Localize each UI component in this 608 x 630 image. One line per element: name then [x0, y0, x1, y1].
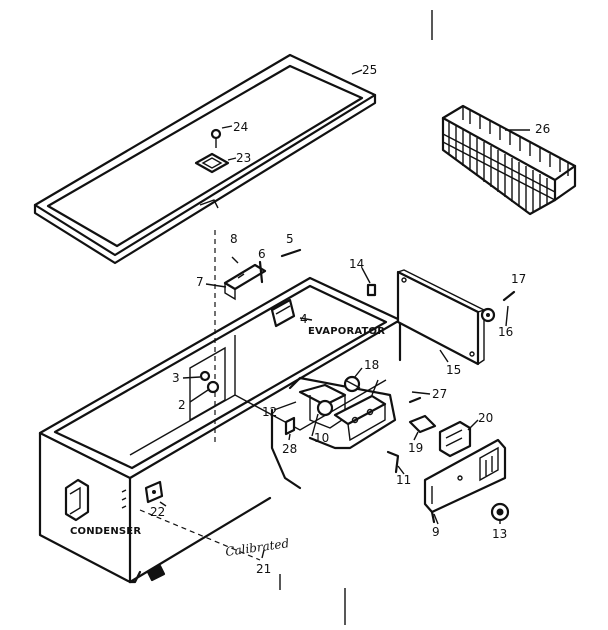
part-number-28: 28: [282, 442, 297, 456]
grommet-13: [490, 502, 510, 522]
part-number-6: 6: [258, 247, 266, 261]
part-number-16: 16: [498, 325, 513, 339]
part-numbers: 25 24 23 26 8 6 5 7 14 17 16 4 15 3 2 18…: [150, 63, 550, 576]
part-number-17: 17: [511, 272, 526, 286]
part-number-20: 20: [478, 411, 493, 425]
latch-screw: [210, 128, 222, 148]
part-number-19: 19: [408, 441, 423, 455]
part-number-21: 21: [256, 562, 271, 576]
handwritten-note: Calibrated: [224, 536, 290, 559]
part-number-5: 5: [286, 232, 294, 246]
condenser-handle: [64, 478, 127, 522]
evaporator-label: EVAPORATOR: [308, 326, 385, 337]
lid-frame: [33, 53, 377, 265]
condenser-label: CONDENSER: [70, 526, 141, 537]
part-number-10: 10: [314, 431, 329, 445]
plug-22: [144, 480, 164, 504]
part-number-23: 23: [236, 151, 251, 165]
grommet-16: [480, 307, 496, 323]
back-panel: [396, 269, 486, 366]
part-number-13: 13: [492, 527, 507, 541]
lid-latch: [194, 152, 230, 174]
part-number-14: 14: [349, 257, 364, 271]
part-number-2: 2: [178, 398, 186, 412]
part-number-12: 12: [262, 405, 277, 419]
part-number-15: 15: [446, 363, 461, 377]
part-number-8: 8: [230, 232, 238, 246]
fastener-14: [366, 283, 377, 297]
control-compartment: [270, 375, 437, 490]
part-number-24: 24: [233, 120, 248, 134]
part-number-26: 26: [535, 122, 550, 136]
part-number-7: 7: [196, 275, 204, 289]
part-number-9: 9: [432, 525, 440, 539]
evaporator-connector: [270, 298, 296, 328]
cover-plate: [423, 438, 507, 524]
wire-basket: [441, 104, 577, 216]
part-number-3: 3: [172, 371, 180, 385]
light-switch: [189, 346, 226, 422]
part-number-4: 4: [300, 312, 308, 326]
part-number-25: 25: [362, 63, 377, 77]
leader-lines: [159, 10, 530, 625]
part-number-18: 18: [364, 358, 379, 372]
screw-17: [502, 290, 516, 302]
thermostat-bracket: [223, 248, 302, 301]
relay-20: [438, 420, 472, 458]
part-number-11: 11: [396, 473, 411, 487]
part-number-27: 27: [432, 387, 447, 401]
part-number-22: 22: [150, 505, 165, 519]
